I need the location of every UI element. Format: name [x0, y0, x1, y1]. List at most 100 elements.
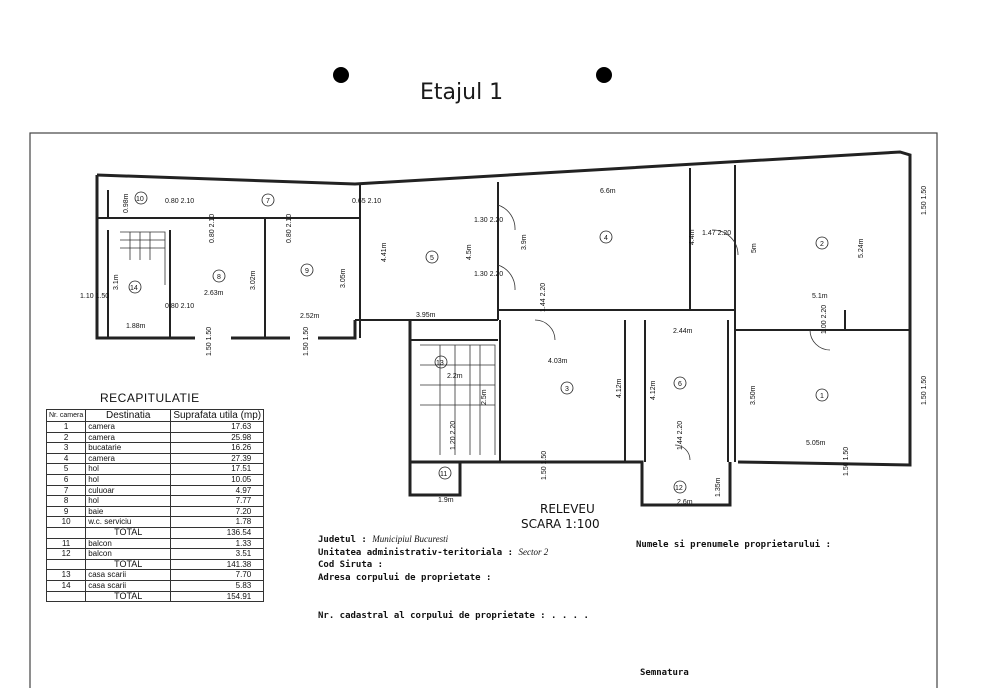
- dim-label: 2.2m: [447, 373, 463, 380]
- opening-label: 1.47 2.20: [702, 230, 731, 237]
- recap-dest: balcon: [85, 537, 172, 550]
- recap-nr: [45, 558, 87, 571]
- recap-nr: 10: [45, 516, 87, 528]
- recap-nr: 4: [45, 452, 87, 465]
- dim-label: 3.50m: [750, 385, 757, 405]
- room-label-10: 10: [136, 196, 144, 203]
- dim-label: 3.02m: [250, 270, 257, 290]
- recap-area: 10.05: [170, 473, 265, 486]
- recap-nr: [45, 590, 87, 603]
- recap-dest: hol: [85, 495, 172, 507]
- uat-value: Sector 2: [518, 547, 549, 557]
- recap-dest: camera: [85, 431, 172, 444]
- staircase-lines: [120, 231, 496, 455]
- opening-label: 1.20 2.20: [450, 421, 457, 450]
- dim-label: 5.24m: [858, 238, 865, 258]
- room-label-7: 7: [266, 198, 270, 205]
- recap-area: 136.54: [170, 526, 265, 539]
- recap-nr: 3: [45, 442, 87, 454]
- room-label-3: 3: [565, 386, 569, 393]
- recap-nr: 6: [45, 473, 87, 486]
- uat-line: Unitatea administrativ-teritoriala : Sec…: [318, 547, 548, 558]
- dim-label: 4.12m: [616, 378, 623, 398]
- recap-nr: 8: [45, 495, 87, 507]
- dim-label: 2.6m: [677, 499, 693, 506]
- recap-area: 5.83: [170, 579, 265, 592]
- recap-dest: TOTAL: [85, 526, 172, 539]
- judetul-value: Municipiul Bucuresti: [372, 534, 449, 544]
- recap-dest: bucatarie: [85, 442, 172, 454]
- room-label-1: 1: [820, 393, 824, 400]
- recap-nr: 2: [45, 431, 87, 444]
- recap-dest: casa scarii: [85, 579, 172, 592]
- recap-nr: 14: [45, 579, 87, 592]
- hole-punch-right: [596, 67, 612, 83]
- recap-nr: 13: [45, 569, 87, 581]
- recap-area: 25.98: [170, 431, 265, 444]
- dim-label: 4.03m: [548, 358, 568, 365]
- scale-label: SCARA 1:100: [521, 517, 600, 531]
- recap-dest: casa scarii: [85, 569, 172, 581]
- dim-label: 2.5m: [481, 389, 488, 405]
- dim-label: 4.41m: [381, 242, 388, 262]
- recap-dest: hol: [85, 463, 172, 475]
- recap-area: 7.20: [170, 505, 265, 518]
- dim-label: 3.05m: [340, 268, 347, 288]
- room-label-13: 13: [436, 360, 444, 367]
- recap-nr: 9: [45, 505, 87, 518]
- hole-punch-left: [333, 67, 349, 83]
- room-label-5: 5: [430, 255, 434, 262]
- room-label-6: 6: [678, 381, 682, 388]
- room-label-4: 4: [604, 235, 608, 242]
- dim-label: 3.95m: [416, 312, 436, 319]
- dimension-labels: 6.6m 3.95m 4.03m 2.44m 5.1m 5.05m 2.63m …: [80, 186, 928, 506]
- room-number-labels: 1 2 3 4 5 6 7 8 9 10 11 12 13 14: [128, 191, 829, 494]
- recap-area: 3.51: [170, 548, 265, 560]
- recap-area: 1.78: [170, 516, 265, 528]
- recap-col-dest: Destinatia: [85, 409, 172, 422]
- recap-area: 7.70: [170, 569, 265, 581]
- recap-dest: baie: [85, 505, 172, 518]
- recap-nr: 11: [45, 537, 87, 550]
- recap-dest: TOTAL: [85, 590, 172, 603]
- recap-area: 16.26: [170, 442, 265, 454]
- recap-col-area: Suprafata utila (mp): [170, 409, 265, 422]
- opening-label: 1.44 2.20: [677, 421, 684, 450]
- opening-label: 1.44 2.20: [540, 283, 547, 312]
- dim-label: 6.6m: [600, 188, 616, 195]
- recap-nr: 7: [45, 484, 87, 497]
- owner-name-label: Numele si prenumele proprietarului :: [636, 540, 832, 550]
- nr-cadastral-label: Nr. cadastral al corpului de proprietate…: [318, 611, 589, 621]
- opening-label: 0.80 2.10: [286, 214, 293, 243]
- opening-label: 0.80 2.10: [165, 198, 194, 205]
- recap-area: 141.38: [170, 558, 265, 571]
- signature-label: Semnatura: [640, 668, 689, 678]
- window-label: 1.10 1.50: [80, 293, 109, 300]
- recap-area: 17.63: [170, 421, 265, 433]
- recap-dest: culuoar: [85, 484, 172, 497]
- window-label: 1.50 1.50: [843, 447, 850, 476]
- dim-label: 1.9m: [438, 497, 454, 504]
- dim-label: 2.63m: [204, 290, 224, 297]
- recap-nr: 5: [45, 463, 87, 475]
- recap-dest: camera: [85, 452, 172, 465]
- dim-label: 3.9m: [521, 234, 528, 250]
- recap-area: 17.51: [170, 463, 265, 475]
- judetul-label: Judetul :: [318, 535, 367, 545]
- opening-label: 1.30 2.20: [474, 271, 503, 278]
- recap-dest: TOTAL: [85, 558, 172, 571]
- opening-label: 1.30 2.20: [474, 217, 503, 224]
